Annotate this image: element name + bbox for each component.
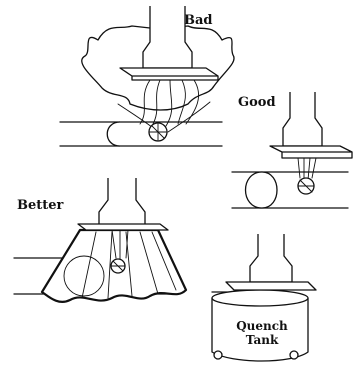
- quench-panel: Quench Tank: [212, 234, 316, 361]
- good-pipe-end: [246, 172, 278, 208]
- better-panel: Better: [14, 178, 186, 302]
- bad-hood-plate: [120, 68, 218, 80]
- quench-wheel-left: [214, 351, 222, 359]
- bad-pipe-end: [107, 122, 120, 146]
- better-column: [99, 178, 145, 226]
- quench-column: [250, 234, 292, 282]
- good-hood-plate: [270, 146, 352, 158]
- good-fume-lines: [298, 158, 316, 180]
- better-hood-plate: [78, 224, 168, 230]
- quench-wheel-right: [290, 351, 298, 359]
- quench-label-line2: Tank: [246, 333, 279, 347]
- bad-panel: Bad: [60, 6, 234, 146]
- good-panel: Good: [232, 92, 352, 208]
- quench-label-line1: Quench: [236, 319, 288, 333]
- quench-hood-plate: [226, 282, 316, 290]
- good-label: Good: [238, 95, 276, 110]
- bad-pipe: [60, 122, 222, 146]
- quench-tank-rim: [212, 290, 308, 306]
- better-label: Better: [17, 198, 64, 213]
- good-column: [283, 92, 322, 146]
- bad-label: Bad: [184, 13, 213, 28]
